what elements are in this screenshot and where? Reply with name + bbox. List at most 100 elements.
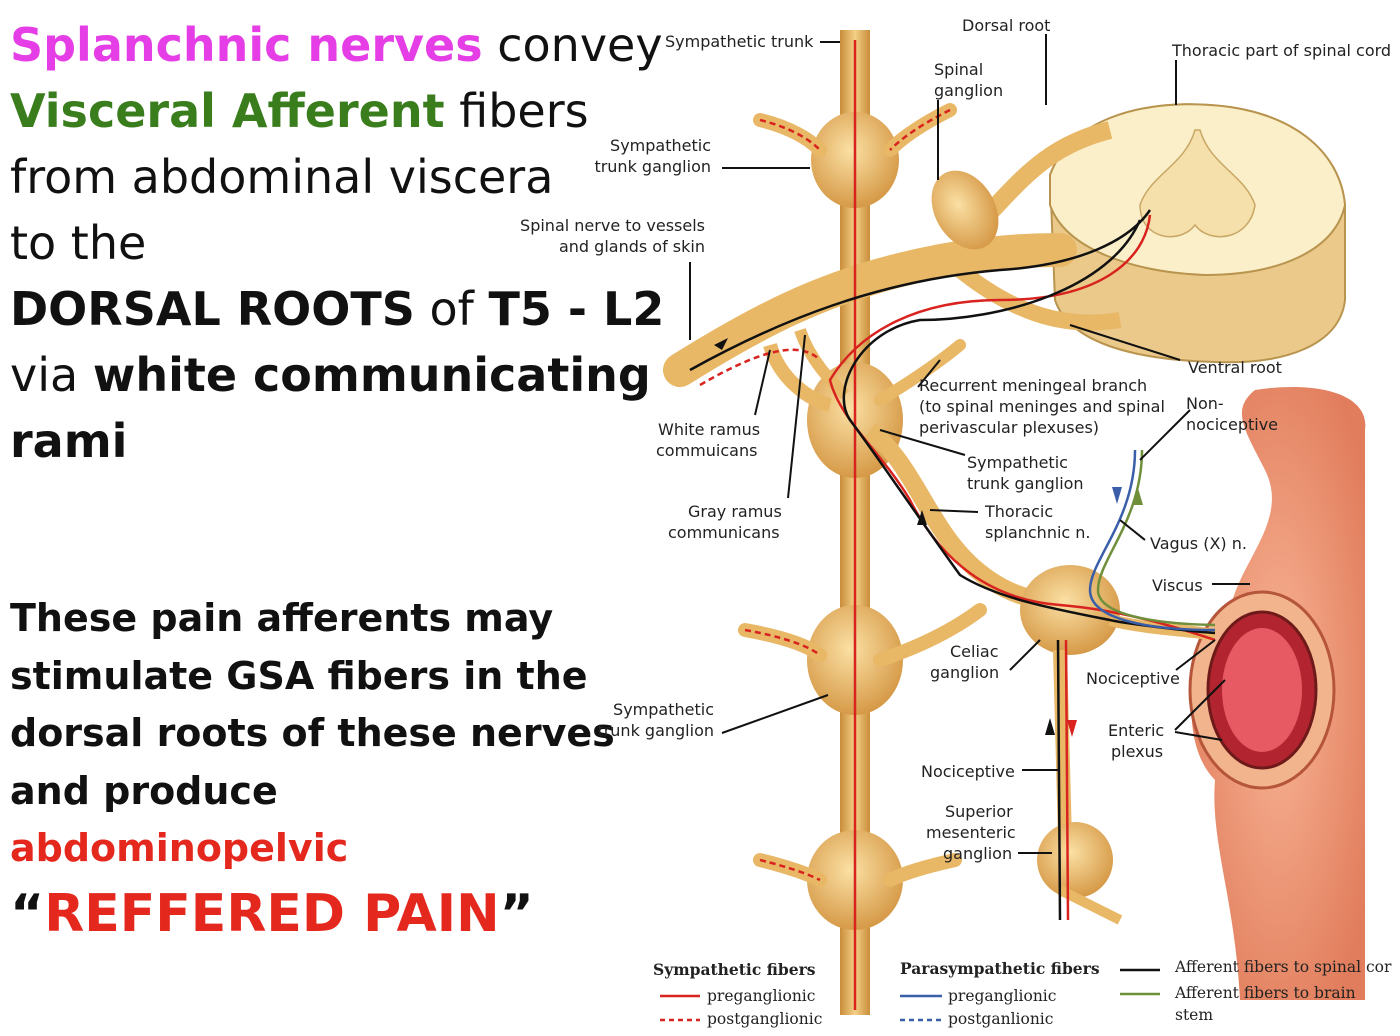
referred-pain-term: REFFERED PAIN bbox=[44, 883, 500, 944]
label-spinal-ganglion-1: Spinal bbox=[934, 60, 983, 79]
viscus-intestine bbox=[1188, 386, 1366, 1000]
legend-aff-cord: Afferent fibers to spinal cor bbox=[1174, 958, 1392, 976]
of-text: of bbox=[414, 282, 489, 336]
label-stg-top-1: Sympathetic bbox=[610, 136, 711, 155]
label-recurrent-1: Recurrent meningeal branch bbox=[919, 376, 1147, 395]
label-viscus: Viscus bbox=[1152, 576, 1203, 595]
legend-para-pre: preganglionic bbox=[948, 987, 1056, 1005]
dashed-fiber-2 bbox=[744, 628, 821, 657]
heading-line-2: Visceral Afferent fibers bbox=[10, 78, 610, 144]
heading-line-1: Splanchnic nerves convey bbox=[10, 12, 663, 78]
label-enteric-2: plexus bbox=[1111, 742, 1163, 761]
leader-enteric-2 bbox=[1174, 731, 1223, 741]
close-quote: ” bbox=[499, 883, 534, 944]
referred-pain-text: These pain afferents may stimulate GSA f… bbox=[10, 590, 615, 950]
label-vagus: Vagus (X) n. bbox=[1150, 534, 1247, 553]
leader-ventral-root bbox=[1069, 324, 1181, 361]
label-thoracic-cord: Thoracic part of spinal cord bbox=[1171, 41, 1391, 60]
ramus-3b bbox=[873, 603, 987, 667]
label-sympathetic-trunk: Sympathetic trunk bbox=[665, 32, 814, 51]
leader-vagus bbox=[1119, 519, 1146, 541]
mesenteric-red-fiber bbox=[1064, 639, 1070, 921]
ramus-3a bbox=[738, 623, 827, 662]
label-ventral-root: Ventral root bbox=[1188, 358, 1282, 377]
vagus-afferent-fiber bbox=[1096, 449, 1216, 627]
heading-text: Splanchnic nerves convey Visceral Affere… bbox=[10, 12, 664, 474]
diagram-labels: Sympathetic trunk Dorsal root Thoracic p… bbox=[520, 16, 1391, 863]
flow-arrows bbox=[714, 338, 1143, 737]
dashed-fiber-4 bbox=[889, 108, 951, 151]
convey-text: convey bbox=[482, 18, 663, 72]
legend-symp-post: postganglionic bbox=[707, 1010, 822, 1028]
label-sup-mes-1: Superior bbox=[945, 802, 1013, 821]
dashed-fiber-1 bbox=[759, 118, 821, 151]
label-gray-ramus-2: communicans bbox=[668, 523, 780, 542]
heading-line-6: via white communicating bbox=[10, 342, 651, 408]
white-ramus-nerve bbox=[763, 342, 833, 412]
body-line-2: stimulate GSA fibers in the bbox=[10, 653, 588, 698]
legend-aff-brain-2: stem bbox=[1175, 1006, 1213, 1024]
label-dorsal-root: Dorsal root bbox=[962, 16, 1050, 35]
label-celiac-2: ganglion bbox=[930, 663, 999, 682]
spinal-ganglion bbox=[931, 170, 999, 250]
legend-aff-brain-1: Afferent fibers to brain bbox=[1174, 984, 1356, 1002]
fibers bbox=[689, 40, 1216, 1010]
label-spinal-nerve-2: and glands of skin bbox=[559, 237, 705, 256]
heading-line-5: DORSAL ROOTS of T5 - L2 bbox=[10, 276, 664, 342]
label-stg-low-1: Sympathetic bbox=[613, 700, 714, 719]
leader-nociceptive-1 bbox=[1175, 639, 1216, 671]
leader-thoracic-splanchnic bbox=[929, 509, 979, 513]
label-gray-ramus-1: Gray ramus bbox=[688, 502, 782, 521]
label-recurrent-3: perivascular plexuses) bbox=[919, 418, 1099, 437]
abdominopelvic-term: abdominopelvic bbox=[10, 826, 349, 870]
legend-parasympathetic-title: Parasympathetic fibers bbox=[900, 959, 1100, 978]
leader-non-nociceptive bbox=[1139, 409, 1191, 461]
ventral-root-nerve bbox=[955, 263, 1122, 331]
celiac-to-mesenteric bbox=[1053, 649, 1072, 841]
label-non-nociceptive-1: Non- bbox=[1186, 394, 1224, 413]
label-thoracic-splanchnic-2: splanchnic n. bbox=[985, 523, 1091, 542]
label-nociceptive-1: Nociceptive bbox=[1086, 669, 1180, 688]
via-text: via bbox=[10, 348, 93, 402]
label-celiac-1: Celiac bbox=[950, 642, 999, 661]
label-stg-mid-2: trunk ganglion bbox=[967, 474, 1084, 493]
vagus-parasympathetic-fiber bbox=[1088, 449, 1216, 632]
arrow-spinal-nerve bbox=[714, 338, 728, 350]
ramus-4a bbox=[753, 853, 827, 887]
fibers-text: fibers bbox=[444, 84, 589, 138]
body-line-3: dorsal roots of these nerves bbox=[10, 711, 615, 755]
body-line-6: “REFFERED PAIN” bbox=[10, 878, 600, 950]
afferent-spinal-fiber bbox=[689, 209, 1152, 372]
label-stg-mid-1: Sympathetic bbox=[967, 453, 1068, 472]
leader-lines bbox=[689, 34, 1250, 854]
label-thoracic-splanchnic-1: Thoracic bbox=[984, 502, 1053, 521]
label-nociceptive-2: Nociceptive bbox=[921, 762, 1015, 781]
heading-line-3: from abdominal viscera bbox=[10, 150, 554, 204]
recurrent-branch bbox=[874, 339, 966, 406]
label-white-ramus-2: commuicans bbox=[656, 441, 757, 460]
label-spinal-ganglion-2: ganglion bbox=[934, 81, 1003, 100]
visceral-afferent-term: Visceral Afferent bbox=[10, 84, 445, 138]
dashed-fiber-5 bbox=[699, 348, 821, 387]
splanchnic-pathway bbox=[864, 422, 1217, 925]
body-line-4: and produce bbox=[10, 768, 278, 813]
white-communicating-term: white communicating bbox=[92, 348, 651, 402]
arrow-vagus-up bbox=[1133, 488, 1143, 505]
label-enteric-1: Enteric bbox=[1108, 721, 1164, 740]
ramus-4b bbox=[883, 853, 962, 887]
gray-ramus-nerve bbox=[794, 327, 850, 400]
spinal-nerve-trunk bbox=[663, 233, 1077, 387]
legend-symp-pre: preganglionic bbox=[707, 987, 815, 1005]
arrow-down-red bbox=[1067, 720, 1077, 737]
splanchnic-nerves-term: Splanchnic nerves bbox=[10, 18, 483, 72]
ramus-1a bbox=[753, 113, 827, 157]
spinal-cord bbox=[1048, 103, 1347, 364]
leader-white-ramus bbox=[754, 349, 771, 416]
label-non-nociceptive-2: nociceptive bbox=[1186, 415, 1278, 434]
visceral-afferent-fiber bbox=[842, 219, 1216, 635]
arrow-vagus-down bbox=[1112, 487, 1122, 504]
leader-stg-low bbox=[721, 694, 829, 734]
label-stg-top-2: trunk ganglion bbox=[594, 157, 711, 176]
gray-matter bbox=[1139, 129, 1256, 238]
legend: Sympathetic fibers preganglionic postgan… bbox=[653, 958, 1392, 1028]
